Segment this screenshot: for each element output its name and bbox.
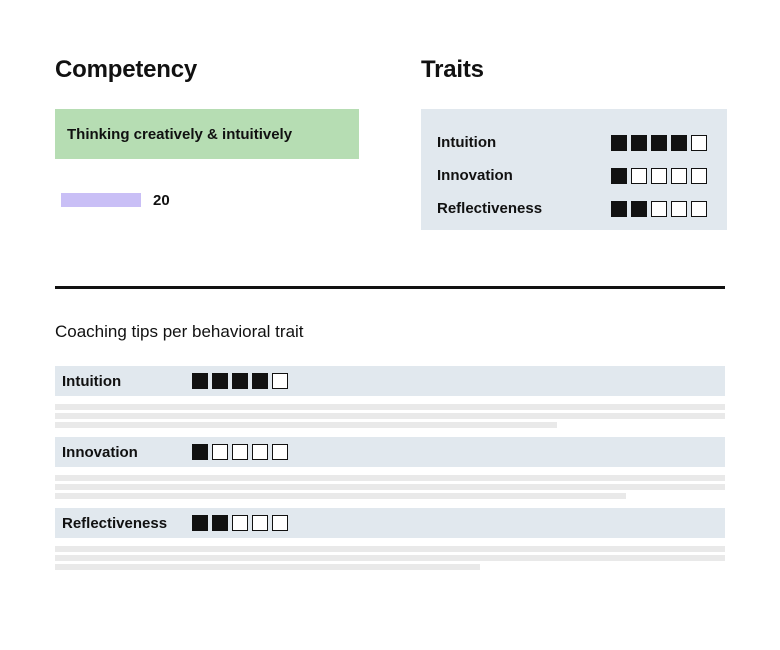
tip-text-placeholder xyxy=(55,404,725,428)
rating-square-filled xyxy=(611,134,627,151)
rating-square-empty xyxy=(232,444,248,460)
tip-text-placeholder xyxy=(55,546,725,570)
rating-square-filled xyxy=(192,515,208,531)
rating-square-filled xyxy=(212,373,228,389)
rating-square-filled xyxy=(212,515,228,531)
trait-name: Innovation xyxy=(437,167,513,184)
rating-square-filled xyxy=(631,134,647,151)
tip-header: Intuition xyxy=(55,366,725,396)
tip-rating xyxy=(192,515,288,531)
rating-square-empty xyxy=(272,373,288,389)
rating-square-empty xyxy=(631,167,647,184)
rating-square-empty xyxy=(272,444,288,460)
tip-rating xyxy=(192,373,288,389)
rating-square-empty xyxy=(691,200,707,217)
tip-trait-name: Reflectiveness xyxy=(62,514,168,532)
competency-card: Thinking creatively & intuitively xyxy=(55,109,359,159)
rating-square-empty xyxy=(272,515,288,531)
tip-header: Reflectiveness xyxy=(55,508,725,538)
rating-square-filled xyxy=(232,373,248,389)
trait-name: Intuition xyxy=(437,134,497,151)
section-divider xyxy=(55,286,725,289)
rating-square-empty xyxy=(691,134,707,151)
trait-rating xyxy=(611,200,707,217)
rating-square-empty xyxy=(671,167,687,184)
tip-header: Innovation xyxy=(55,437,725,467)
tip-trait-name: Innovation xyxy=(62,443,138,461)
trait-row-innovation: Innovation xyxy=(437,159,707,192)
rating-square-empty xyxy=(252,515,268,531)
coaching-tip-innovation: Innovation xyxy=(55,437,725,499)
tip-text-placeholder xyxy=(55,475,725,499)
score-bar xyxy=(61,193,141,207)
trait-name: Reflectiveness xyxy=(437,200,543,217)
rating-square-empty xyxy=(651,167,667,184)
traits-heading: Traits xyxy=(421,56,484,83)
competency-score: 20 xyxy=(61,191,170,209)
coaching-title: Coaching tips per behavioral trait xyxy=(55,322,304,341)
rating-square-filled xyxy=(192,373,208,389)
score-value: 20 xyxy=(153,191,170,209)
rating-square-filled xyxy=(252,373,268,389)
traits-panel: Intuition Innovation Reflectiveness xyxy=(421,109,727,230)
rating-square-empty xyxy=(671,200,687,217)
rating-square-filled xyxy=(671,134,687,151)
rating-square-filled xyxy=(651,134,667,151)
rating-square-empty xyxy=(212,444,228,460)
trait-rating xyxy=(611,167,707,184)
tip-trait-name: Intuition xyxy=(62,372,122,390)
rating-square-filled xyxy=(192,444,208,460)
trait-row-reflectiveness: Reflectiveness xyxy=(437,192,707,225)
competency-heading: Competency xyxy=(55,56,198,83)
rating-square-empty xyxy=(691,167,707,184)
coaching-tip-reflectiveness: Reflectiveness xyxy=(55,508,725,570)
rating-square-filled xyxy=(631,200,647,217)
rating-square-empty xyxy=(232,515,248,531)
rating-square-filled xyxy=(611,200,627,217)
coaching-tip-intuition: Intuition xyxy=(55,366,725,428)
rating-square-empty xyxy=(252,444,268,460)
rating-square-empty xyxy=(651,200,667,217)
trait-row-intuition: Intuition xyxy=(437,126,707,159)
trait-rating xyxy=(611,134,707,151)
tip-rating xyxy=(192,444,288,460)
competency-name: Thinking creatively & intuitively xyxy=(67,125,293,143)
rating-square-filled xyxy=(611,167,627,184)
